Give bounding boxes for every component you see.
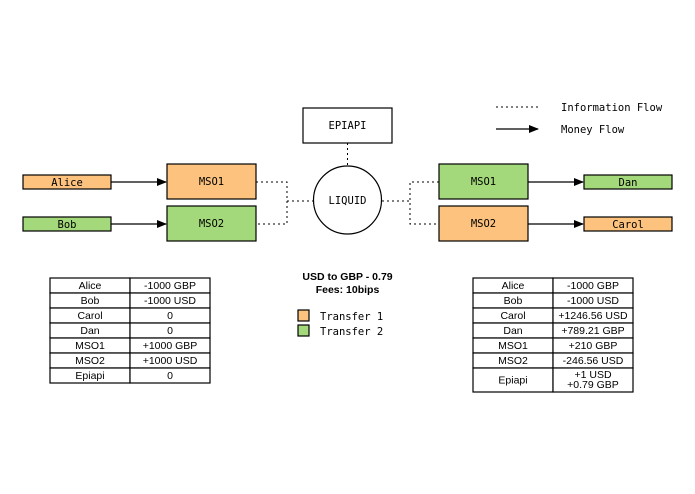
bob-label: Bob xyxy=(58,219,77,231)
before-row-name: Carol xyxy=(77,310,102,322)
balances-after-table: Alice -1000 GBP Bob -1000 USD Carol +1246.56 … xyxy=(472,277,634,393)
alice-label: Alice xyxy=(51,177,83,189)
before-row-value-cell xyxy=(129,367,211,384)
money-flow-legend-label: Money Flow xyxy=(561,124,625,136)
before-row-value: 0 xyxy=(167,370,173,382)
transfer1-legend-label: Transfer 1 xyxy=(320,311,383,323)
dan-label: Dan xyxy=(619,177,638,189)
before-row-name: MSO2 xyxy=(75,355,105,367)
before-row-value: 0 xyxy=(167,325,173,337)
mso2-left-label: MSO2 xyxy=(199,218,224,230)
before-row-name: Bob xyxy=(81,295,100,307)
liquid-label: LIQUID xyxy=(329,195,367,207)
mso1-right-label: MSO1 xyxy=(471,176,496,188)
after-row-value: +1246.56 USD xyxy=(558,310,628,322)
left-mso-info-bracket xyxy=(256,181,288,225)
after-row-value: +789.21 GBP xyxy=(561,325,624,337)
after-row-value: -1000 USD xyxy=(567,295,619,307)
after-row-name: Alice xyxy=(502,280,525,292)
after-row-name: Dan xyxy=(503,325,522,337)
fees-text: Fees: 10bips xyxy=(316,284,380,296)
epiapi-label: EPIAPI xyxy=(329,120,367,132)
carol-label: Carol xyxy=(612,219,644,231)
before-row-value: +1000 GBP xyxy=(143,340,198,352)
liquid-node xyxy=(312,165,383,235)
after-row-name-cell xyxy=(472,367,554,393)
before-row-name: MSO1 xyxy=(75,340,105,352)
after-row-value-cell xyxy=(552,367,634,393)
before-row-value: +1000 USD xyxy=(143,355,198,367)
after-row-name: Bob xyxy=(504,295,523,307)
before-row-name: Alice xyxy=(79,280,102,292)
mso1-left-box xyxy=(166,163,257,200)
before-row-value: 0 xyxy=(167,310,173,322)
after-row-name: Epiapi xyxy=(498,375,527,387)
after-row-value: +0.79 GBP xyxy=(567,379,619,391)
mso2-left-box xyxy=(166,205,257,242)
mso2-right-label: MSO2 xyxy=(471,218,496,230)
dan-box xyxy=(583,174,673,190)
after-row-name: MSO1 xyxy=(498,340,528,352)
before-row-value: -1000 GBP xyxy=(144,280,196,292)
exchange-rate-text: USD to GBP - 0.79 xyxy=(302,271,392,283)
epiapi-box xyxy=(302,107,393,144)
before-row-name: Dan xyxy=(80,325,99,337)
after-row-value: +210 GBP xyxy=(569,340,618,352)
after-row-value: +1 USD xyxy=(574,369,611,381)
after-row-name: Carol xyxy=(500,310,525,322)
carol-box xyxy=(583,216,673,232)
transfer2-legend-label: Transfer 2 xyxy=(320,326,383,338)
before-row-name: Epiapi xyxy=(75,370,104,382)
mso1-right-box xyxy=(438,163,529,200)
right-mso-info-bracket xyxy=(409,181,439,225)
mso1-left-label: MSO1 xyxy=(199,176,224,188)
information-flow-legend-label: Information Flow xyxy=(561,102,663,114)
after-row-value: -1000 GBP xyxy=(567,280,619,292)
before-row-value: -1000 USD xyxy=(144,295,196,307)
mso2-right-box xyxy=(438,205,529,242)
transfer1-swatch xyxy=(297,309,310,322)
transfer2-swatch xyxy=(297,324,310,337)
after-row-name: MSO2 xyxy=(498,355,528,367)
after-row-value: -246.56 USD xyxy=(563,355,624,367)
